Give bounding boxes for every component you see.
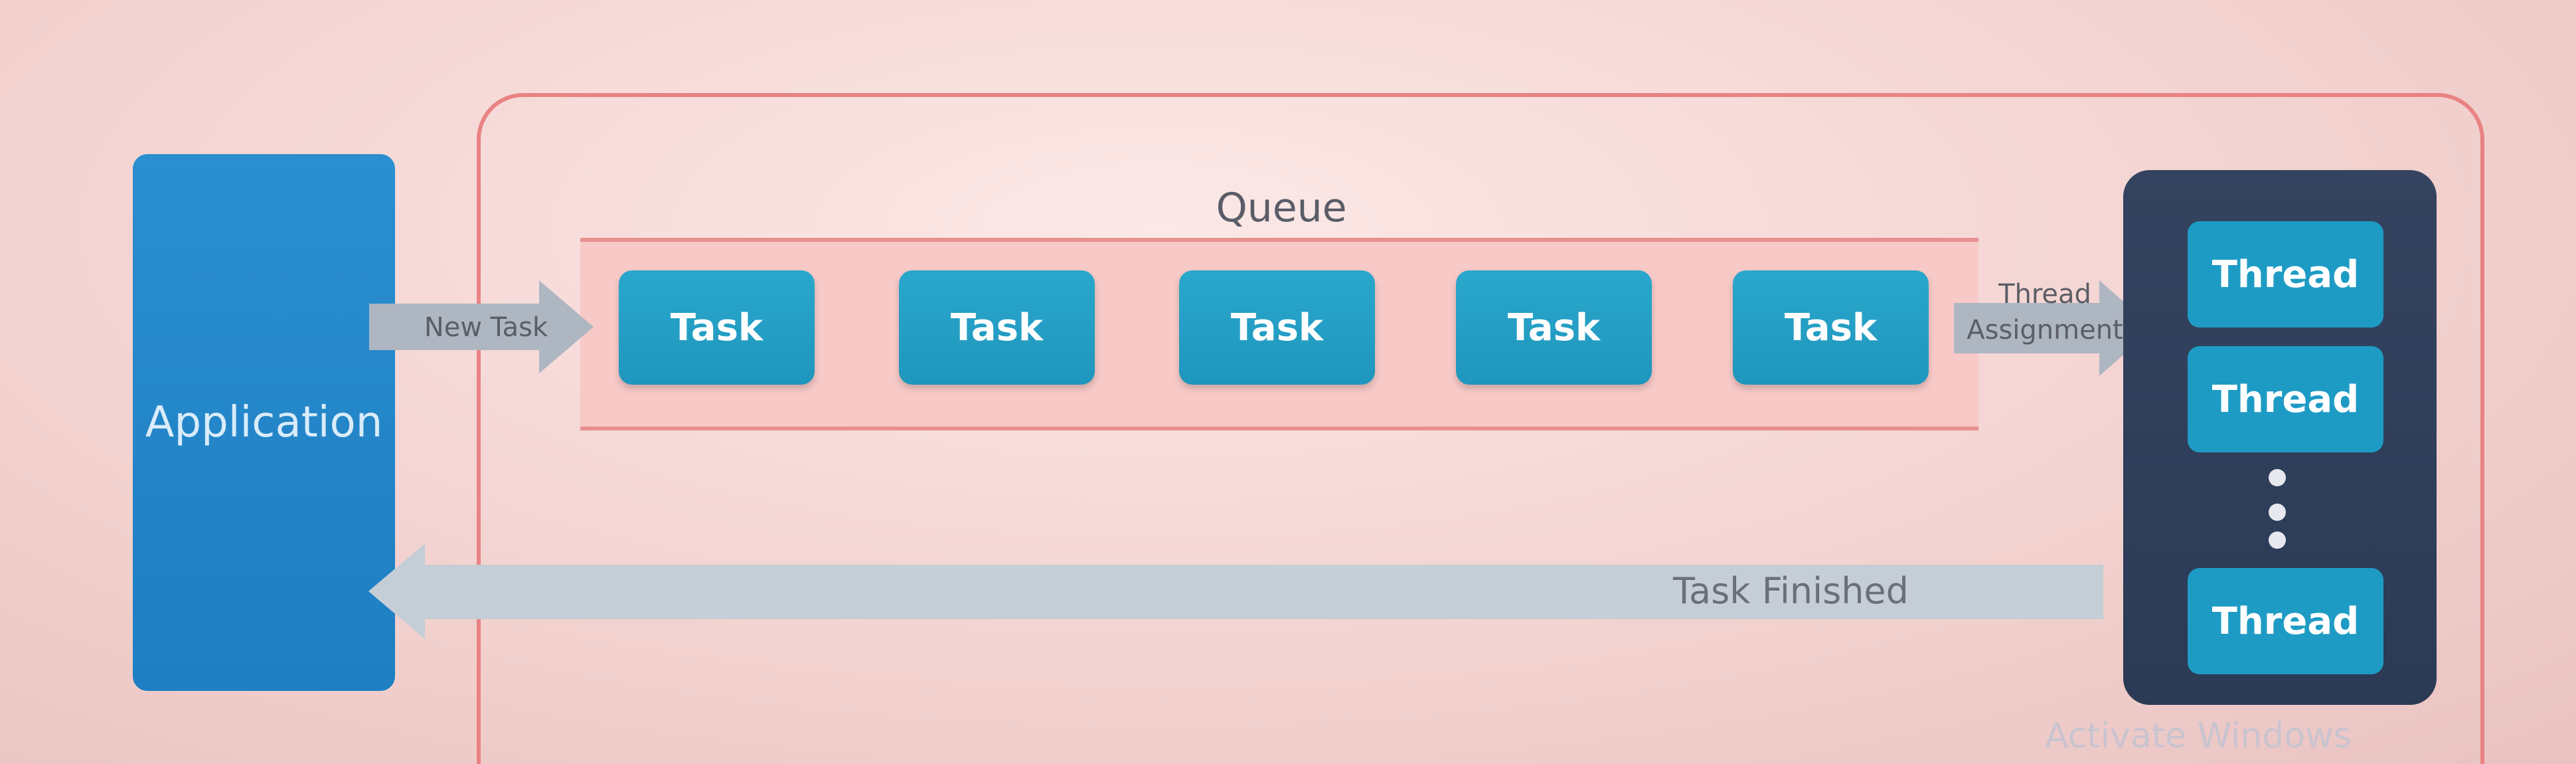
thread-assignment-label: Thread Assignment (1952, 276, 2138, 348)
thread-pool-frame (477, 93, 2484, 764)
queue-title: Queue (1216, 185, 1347, 231)
task-finished-label: Task Finished (1673, 570, 1909, 612)
task-box-2: Task (899, 270, 1095, 385)
thread-box-2: Thread (2188, 346, 2383, 452)
thread-assignment-label-line1: Thread (1998, 279, 2091, 310)
thread-box-1: Thread (2188, 221, 2383, 328)
application-label: Application (145, 398, 383, 447)
ellipsis-dot-icon-3 (2269, 531, 2286, 549)
task-finished-arrow (368, 543, 2103, 639)
task-box-5: Task (1733, 270, 1929, 385)
thread-assignment-label-line2: Assignment (1967, 315, 2123, 345)
task-box-3: Task (1179, 270, 1375, 385)
task-box-1: Task (619, 270, 815, 385)
thread-box-3: Thread (2188, 568, 2383, 674)
thread-assignment-arrow (1954, 280, 2154, 376)
ellipsis-dot-icon-2 (2269, 504, 2286, 521)
new-task-label: New Task (424, 312, 548, 343)
ellipsis-dot-icon-1 (2269, 469, 2286, 486)
application-box: Application (133, 154, 395, 691)
task-box-4: Task (1456, 270, 1652, 385)
new-task-arrow (369, 280, 594, 373)
activate-windows-watermark: Activate Windows (2045, 716, 2352, 756)
